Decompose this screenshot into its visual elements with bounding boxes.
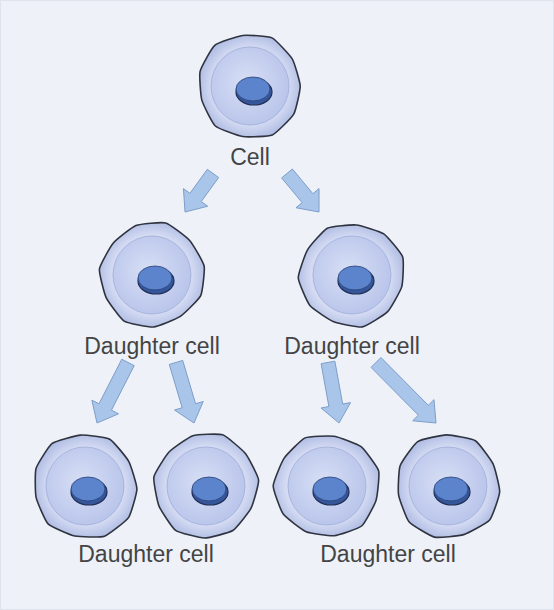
cell-node: Cell [190,30,310,170]
nucleus [338,266,372,290]
cell-membrane [154,434,259,538]
nucleus [236,77,270,101]
cell-illustration [271,430,383,542]
cytoplasm [409,447,487,525]
cell-illustration [29,430,141,542]
nucleus [313,477,347,501]
block-arrow [282,169,319,212]
cell-node: Daughter cell [78,219,226,359]
cell-membrane [35,435,137,537]
pair-label: Daughter cell [320,541,456,567]
cytoplasm [113,236,191,314]
cell-node: Daughter cell [278,219,426,359]
block-arrow [183,169,218,212]
nucleus [434,477,468,501]
cytoplasm [211,47,289,125]
nucleus [71,477,105,501]
cell-label: Cell [190,142,310,170]
cell-membrane [273,436,379,536]
cell-membrane [99,223,204,327]
cell-membrane [298,225,403,327]
cell-illustration [392,430,504,542]
cytoplasm [313,236,391,314]
block-arrow [371,358,436,423]
cytoplasm [46,447,124,525]
cell-label: Daughter cell [78,331,226,359]
nucleus [192,477,226,501]
block-arrow [321,361,351,423]
nucleus [138,266,172,290]
cell-node [267,430,387,542]
block-arrow [92,359,134,423]
cell-illustration [194,30,306,142]
cell-illustration [96,219,208,331]
cell-membrane [200,35,300,137]
cell-label: Daughter cell [278,331,426,359]
cytoplasm [167,447,245,525]
cell-membrane [398,435,499,537]
block-arrow [169,360,203,423]
pair-label: Daughter cell [78,541,214,567]
cell-node [146,430,266,542]
cell-node [388,430,508,542]
cytoplasm [288,447,366,525]
cell-node [25,430,145,542]
cell-illustration [150,430,262,542]
cell-illustration [296,219,408,331]
